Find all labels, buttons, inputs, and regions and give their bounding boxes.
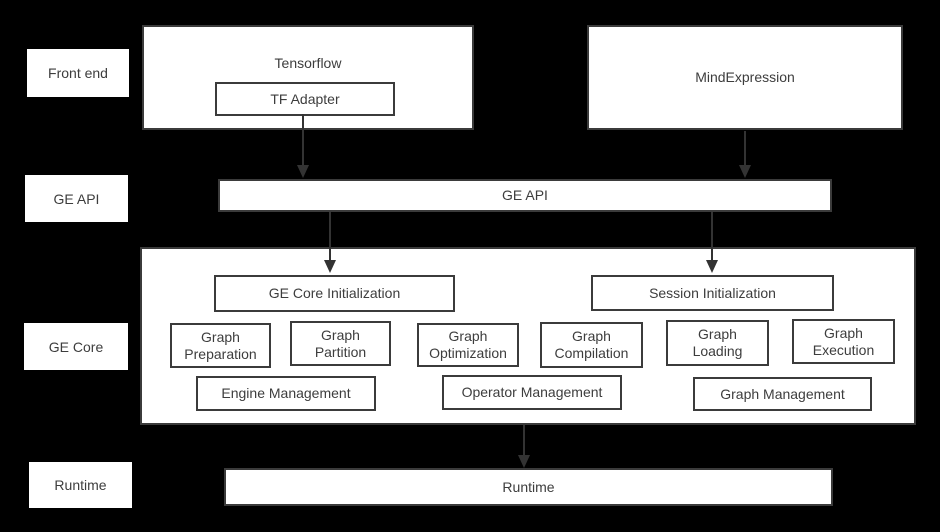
row-label-front-end: Front end bbox=[27, 49, 129, 97]
mindexpression-box: MindExpression bbox=[587, 25, 903, 130]
runtime-bar: Runtime bbox=[224, 468, 833, 506]
arrow-ge-core-to-runtime bbox=[518, 425, 530, 468]
engine-management-box: Engine Management bbox=[196, 376, 376, 411]
tensorflow-box: Tensorflow TF Adapter bbox=[142, 25, 474, 130]
tf-adapter-box: TF Adapter bbox=[215, 82, 395, 116]
ge-core-initialization-box: GE Core Initialization bbox=[214, 275, 455, 312]
graph-compilation-box: Graph Compilation bbox=[540, 322, 643, 368]
arrow-ge-api-to-session-init bbox=[706, 212, 718, 273]
operator-management-box: Operator Management bbox=[442, 375, 622, 410]
arrow-tf-adapter-to-ge-api bbox=[297, 114, 309, 178]
ge-api-bar: GE API bbox=[218, 179, 832, 212]
graph-optimization-box: Graph Optimization bbox=[417, 323, 519, 367]
tensorflow-title: Tensorflow bbox=[274, 55, 342, 71]
arrow-ge-api-to-ge-core-init bbox=[324, 212, 336, 273]
graph-execution-box: Graph Execution bbox=[792, 319, 895, 364]
graph-preparation-box: Graph Preparation bbox=[170, 323, 271, 368]
graph-loading-box: Graph Loading bbox=[666, 320, 769, 366]
row-label-ge-core: GE Core bbox=[24, 323, 128, 370]
arrow-mindexpression-to-ge-api bbox=[739, 131, 751, 178]
row-label-ge-api: GE API bbox=[25, 175, 128, 222]
graph-partition-box: Graph Partition bbox=[290, 321, 391, 366]
session-initialization-box: Session Initialization bbox=[591, 275, 834, 311]
ge-core-container: GE Core Initialization Session Initializ… bbox=[140, 247, 916, 425]
row-label-runtime: Runtime bbox=[29, 462, 132, 508]
graph-management-box: Graph Management bbox=[693, 377, 872, 411]
